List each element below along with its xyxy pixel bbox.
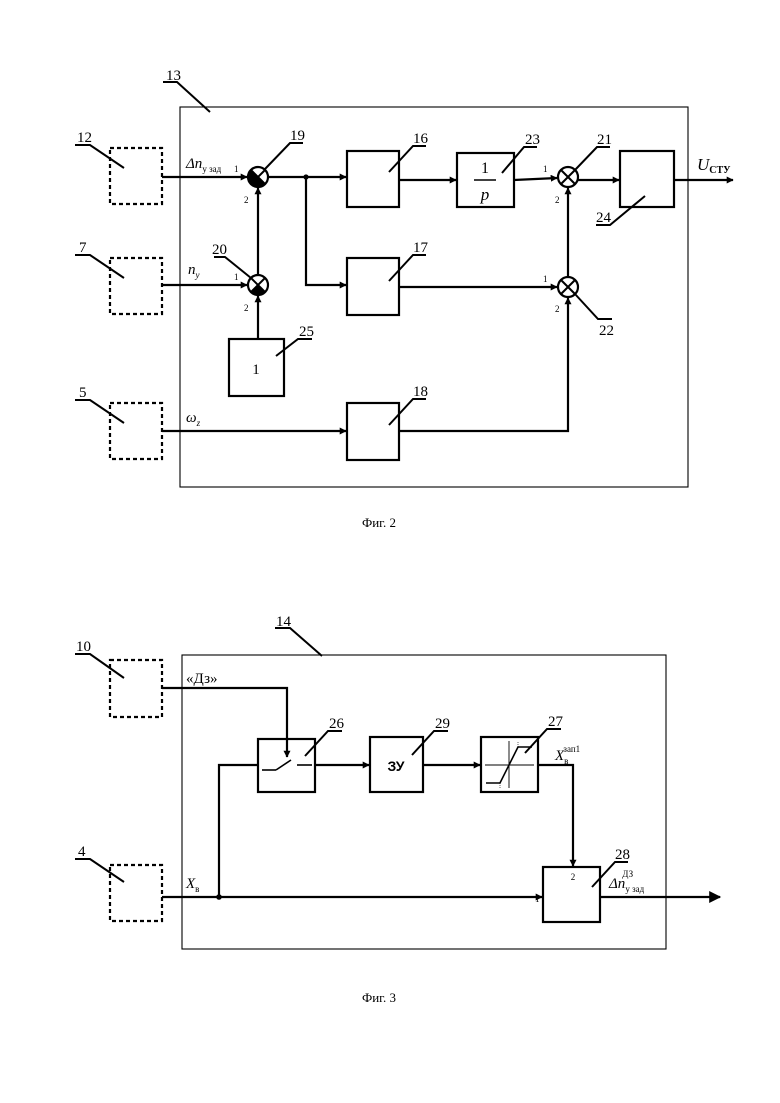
block-25-label: 1	[252, 362, 260, 378]
ref-numeral: 12	[77, 130, 92, 146]
block-18	[347, 403, 399, 460]
source-block-12	[110, 148, 162, 204]
signal-label-dn-dz: Δnу задДЗ	[608, 869, 645, 894]
source-block-7	[110, 258, 162, 314]
memory-block-label: ЗУ	[388, 758, 405, 774]
source-block-4	[110, 865, 162, 921]
svg-text:1: 1	[234, 164, 239, 174]
figure-2-caption: Фиг. 2	[362, 515, 396, 530]
ref-numeral: 7	[79, 240, 87, 256]
ref-numeral: 18	[413, 384, 428, 400]
svg-text:2: 2	[555, 304, 560, 314]
ref-numeral: 21	[597, 132, 612, 148]
integrator-numerator: 1	[481, 160, 489, 177]
svg-text:2: 2	[555, 195, 560, 205]
ref-numeral: 22	[599, 323, 614, 339]
integrator-denominator: p	[480, 185, 490, 204]
figure-3: ЗУ	[75, 628, 720, 1005]
ref-numeral: 10	[76, 639, 91, 655]
ref-numeral: 17	[413, 240, 429, 256]
block-17	[347, 258, 399, 315]
figure-2: 1 1 p Δnу зад nу ωz UСТУ 1 2 1 2 1 2 1 2…	[75, 82, 733, 530]
source-block-10	[110, 660, 162, 717]
ref-numeral: 4	[78, 844, 86, 860]
ref-numeral: 27	[548, 714, 564, 730]
signal-label-omega-z: ωz	[186, 410, 201, 428]
ref-numeral: 29	[435, 716, 450, 732]
ref-numeral: 25	[299, 324, 314, 340]
ref-numeral: 19	[290, 128, 305, 144]
ref-numeral: 28	[615, 847, 630, 863]
ref-numeral: 23	[525, 132, 540, 148]
signal-label-xv-zap1: Xвзап1	[554, 744, 580, 766]
summator-19	[248, 167, 268, 187]
signal-label-dz: «Дз»	[186, 671, 218, 687]
block-16	[347, 151, 399, 207]
svg-text:1: 1	[543, 164, 548, 174]
svg-text:1: 1	[234, 272, 239, 282]
signal-label-xv: Xв	[185, 876, 199, 894]
ref-numeral: 20	[212, 242, 227, 258]
port-label-28-1: 1	[535, 894, 540, 904]
svg-text:1: 1	[543, 274, 548, 284]
port-label-28-2: 2	[571, 872, 576, 882]
figure-3-caption: Фиг. 3	[362, 990, 396, 1005]
source-block-5	[110, 403, 162, 459]
ref-numeral: 14	[276, 614, 292, 630]
svg-text:2: 2	[244, 303, 249, 313]
signal-label-u-stu: UСТУ	[697, 155, 731, 176]
signal-label-ny: nу	[188, 262, 200, 280]
svg-text:2: 2	[244, 195, 249, 205]
ref-numeral: 26	[329, 716, 345, 732]
ref-numeral: 24	[596, 210, 612, 226]
signal-label-dn-zad: Δnу зад	[185, 156, 222, 174]
block-24	[620, 151, 674, 207]
ref-numeral: 5	[79, 385, 87, 401]
reference-leaders-fig2	[75, 82, 645, 425]
ref-numeral: 16	[413, 131, 429, 147]
ref-numeral: 13	[166, 68, 181, 84]
